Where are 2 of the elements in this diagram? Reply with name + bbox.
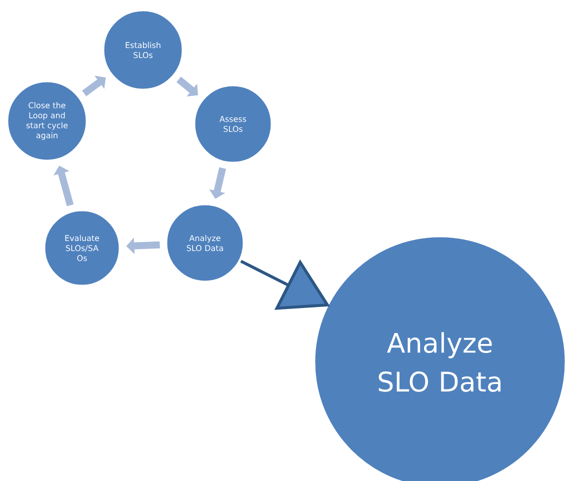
arrow (82, 76, 106, 96)
arrow (53, 166, 74, 206)
